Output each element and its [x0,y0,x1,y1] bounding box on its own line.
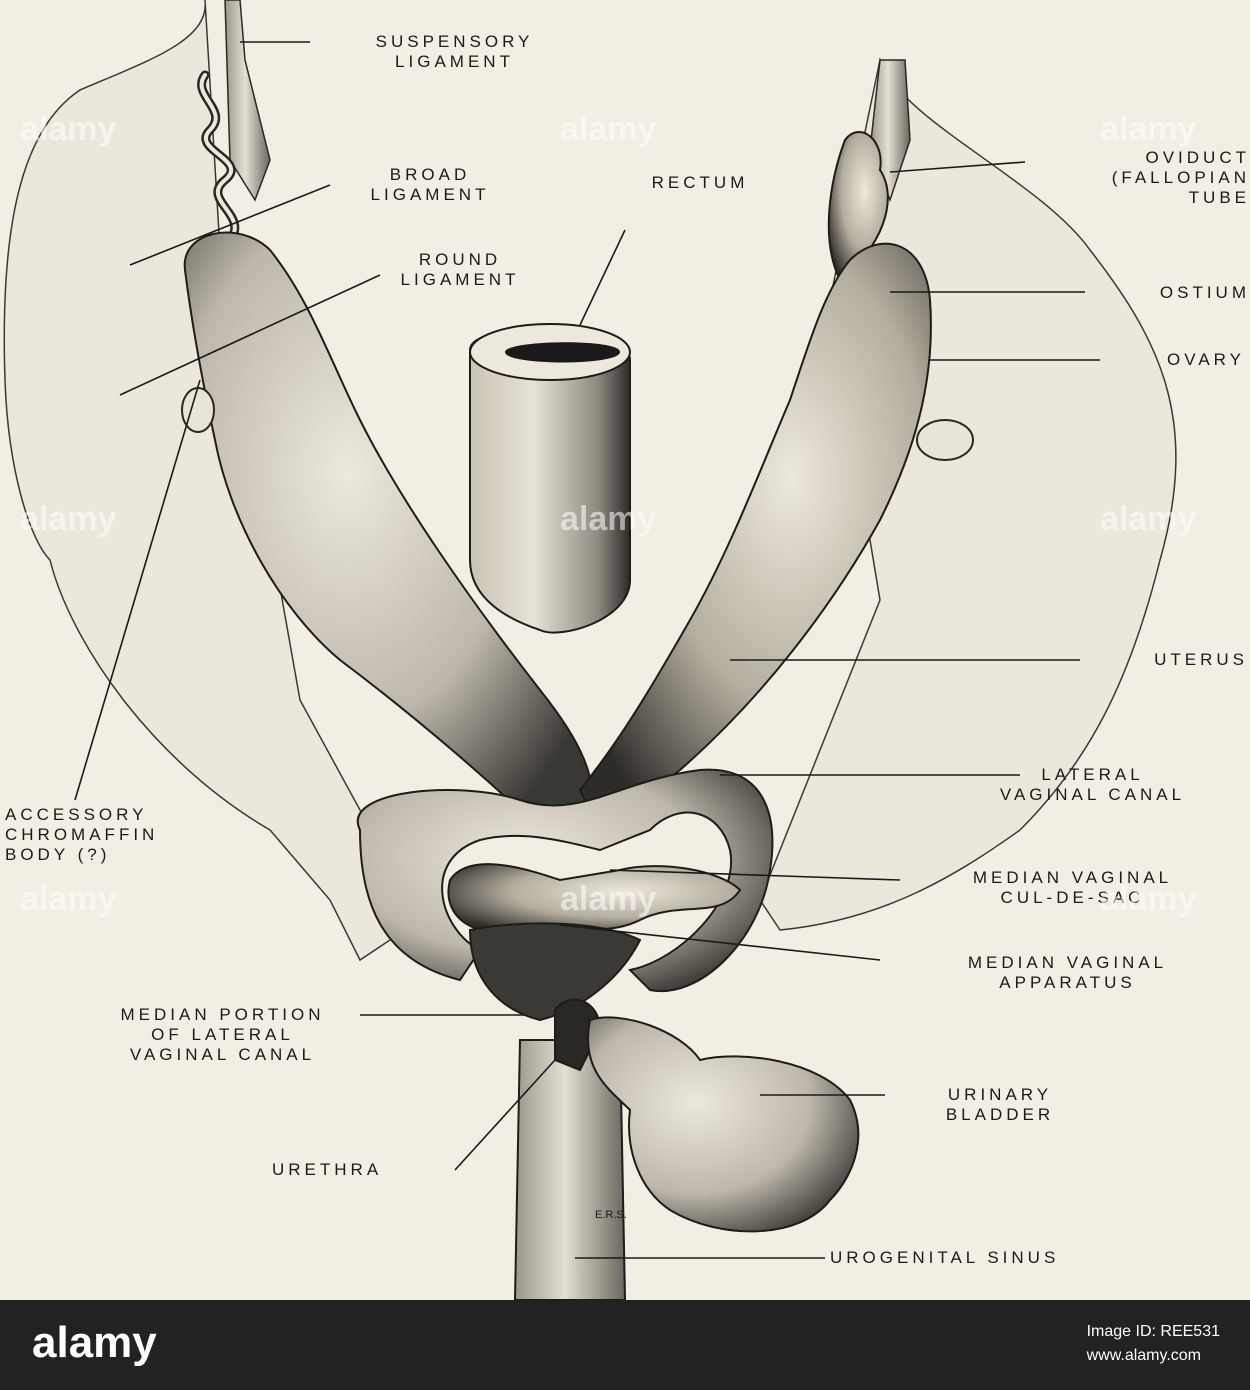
leader-lines [74,41,1100,1259]
footer-bar: alamy Image ID: REE531 www.alamy.com [0,1300,1250,1390]
image-id: Image ID: REE531 [1086,1323,1220,1340]
anatomical-diagram: SUSPENSORY LIGAMENT BROAD LIGAMENT ROUND… [3,0,1250,1300]
label-urethra: URETHRA [272,1160,383,1179]
label-round-ligament: ROUND LIGAMENT [400,250,520,289]
label-median-vaginal-apparatus: MEDIAN VAGINAL APPARATUS [967,953,1168,992]
label-urinary-bladder: URINARY BLADDER [945,1085,1055,1124]
label-urogenital-sinus: UROGENITAL SINUS [830,1248,1060,1267]
label-artist-initials: E.R.S. [595,1209,627,1221]
site-url[interactable]: www.alamy.com [1086,1347,1201,1364]
lateral-vaginal-canal [356,768,774,993]
label-uterus: UTERUS [1154,650,1248,669]
urinary-bladder [587,1016,860,1233]
right-oviduct [827,130,889,282]
left-broad-ligament-membrane [3,0,421,962]
label-suspensory-ligament: SUSPENSORY LIGAMENT [375,32,534,71]
label-accessory-chromaffin-body: ACCESSORY CHROMAFFIN BODY (?) [5,805,159,864]
label-lateral-vaginal-canal: LATERAL VAGINAL CANAL [999,765,1186,804]
rectum-lumen [505,342,620,363]
image-info: Image ID: REE531 www.alamy.com [1087,1320,1220,1368]
label-ostium: OSTIUM [1159,283,1250,302]
label-oviduct: OVIDUCT (FALLOPIAN TUBE [1111,148,1250,207]
median-vaginal-apparatus [468,922,642,1022]
diagram-drawing [3,0,1177,1300]
label-broad-ligament: BROAD LIGAMENT [370,165,490,204]
median-vaginal-cul-de-sac [447,863,742,934]
left-oviduct-coil-hl [199,73,237,242]
label-ovary: OVARY [1167,350,1245,369]
label-median-portion-lateral-vaginal-canal: MEDIAN PORTION OF LATERAL VAGINAL CANAL [120,1005,325,1064]
label-median-vaginal-cul-de-sac: MEDIAN VAGINAL CUL-DE-SAC [972,868,1173,907]
label-rectum: RECTUM [651,173,749,192]
right-ovary [916,419,974,461]
alamy-logo[interactable]: alamy [32,1318,157,1367]
